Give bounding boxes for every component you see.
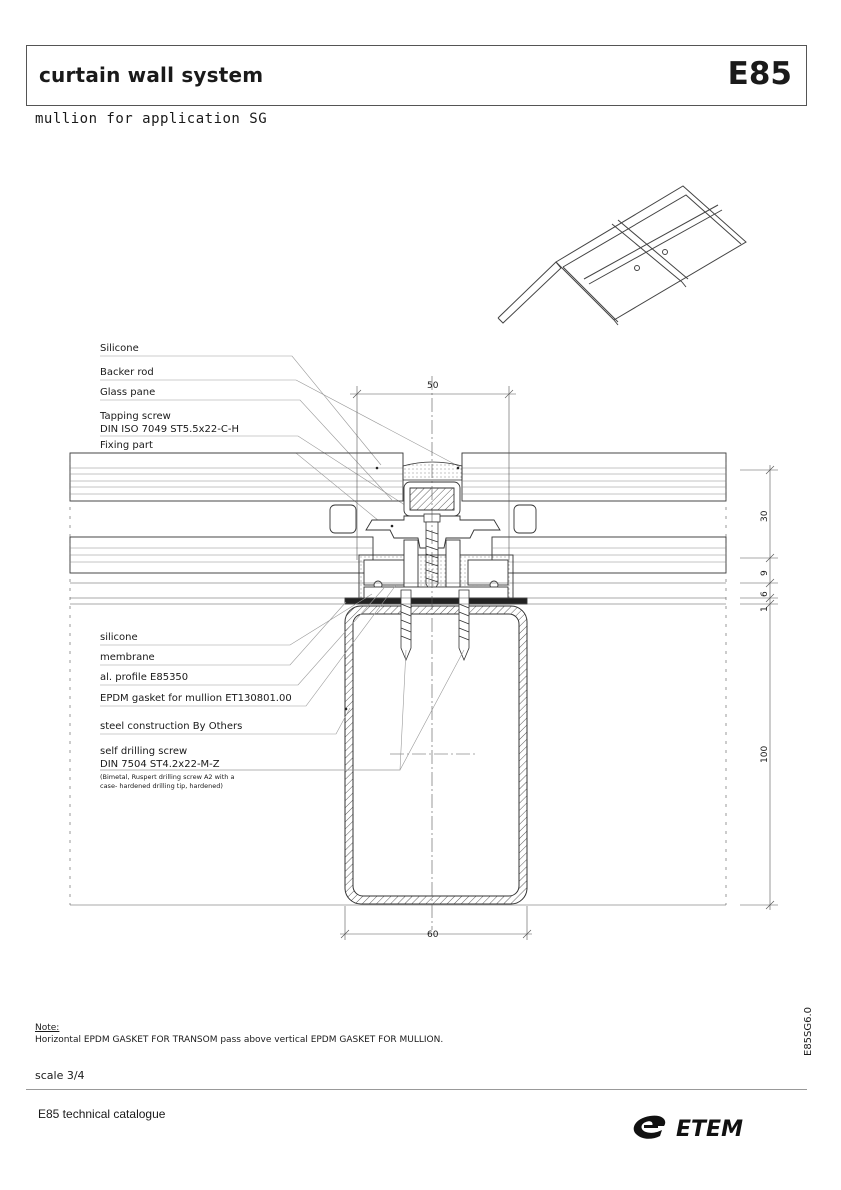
label-self-drilling-note: (Bimetal, Ruspert drilling screw A2 with… (100, 773, 235, 790)
label-silicone-bottom: silicone (100, 632, 138, 643)
dim-v-9: 9 (760, 570, 770, 576)
reference-lines (69, 453, 727, 906)
dim-v-6: 6 (760, 591, 770, 597)
label-self-drilling-spec: DIN 7504 ST4.2x22-M-Z (100, 759, 220, 770)
label-self-drilling-screw: self drilling screw (100, 746, 188, 757)
label-fixing-part: Fixing part (100, 440, 153, 451)
leader-dots (344, 466, 460, 711)
isometric-thumbnail (497, 185, 747, 326)
scale-label: scale 3/4 (35, 1069, 85, 1082)
dim-v-1: 1 (760, 606, 770, 612)
page-subtitle: mullion for application SG (35, 111, 268, 127)
label-membrane: membrane (100, 652, 155, 663)
system-code: E85 (727, 56, 792, 92)
label-backer-rod: Backer rod (100, 367, 154, 378)
label-al-profile: al. profile E85350 (100, 672, 189, 683)
page-title: curtain wall system (39, 63, 264, 87)
label-steel-construction: steel construction By Others (100, 721, 243, 732)
self-drilling-screws (400, 589, 470, 662)
note-text: Horizontal EPDM GASKET FOR TRANSOM pass … (35, 1035, 444, 1045)
dim-v-100: 100 (760, 745, 770, 763)
silicone-joint (402, 461, 463, 481)
label-epdm-gasket: EPDM gasket for mullion ET130801.00 (100, 693, 292, 704)
leader-lines-upper (100, 355, 461, 531)
label-tapping-screw: Tapping screw (100, 411, 171, 422)
dim-bottom-width: 60 (427, 930, 439, 940)
steel-section (344, 605, 528, 905)
note-title: Note: (35, 1023, 60, 1033)
label-tapping-screw-spec: DIN ISO 7049 ST5.5x22-C-H (100, 424, 240, 435)
logo-text: ETEM (676, 1117, 743, 1142)
centre-lines (390, 376, 476, 930)
catalogue-label: E85 technical catalogue (38, 1107, 166, 1121)
dimension-lines (340, 386, 778, 940)
header-box: curtain wall system E85 (26, 45, 807, 106)
label-glass-pane: Glass pane (100, 387, 156, 398)
etem-swoosh-icon (633, 1115, 666, 1139)
drawing-code: E85SG6.0 (803, 1006, 814, 1056)
leader-lines-lower (100, 584, 465, 771)
mullion-profile (344, 539, 528, 605)
dim-top-width: 50 (427, 381, 439, 391)
dim-v-30: 30 (760, 510, 770, 522)
label-silicone-top: Silicone (100, 343, 139, 354)
footer-divider (26, 1089, 807, 1090)
etem-logo: ETEM (633, 1115, 743, 1142)
